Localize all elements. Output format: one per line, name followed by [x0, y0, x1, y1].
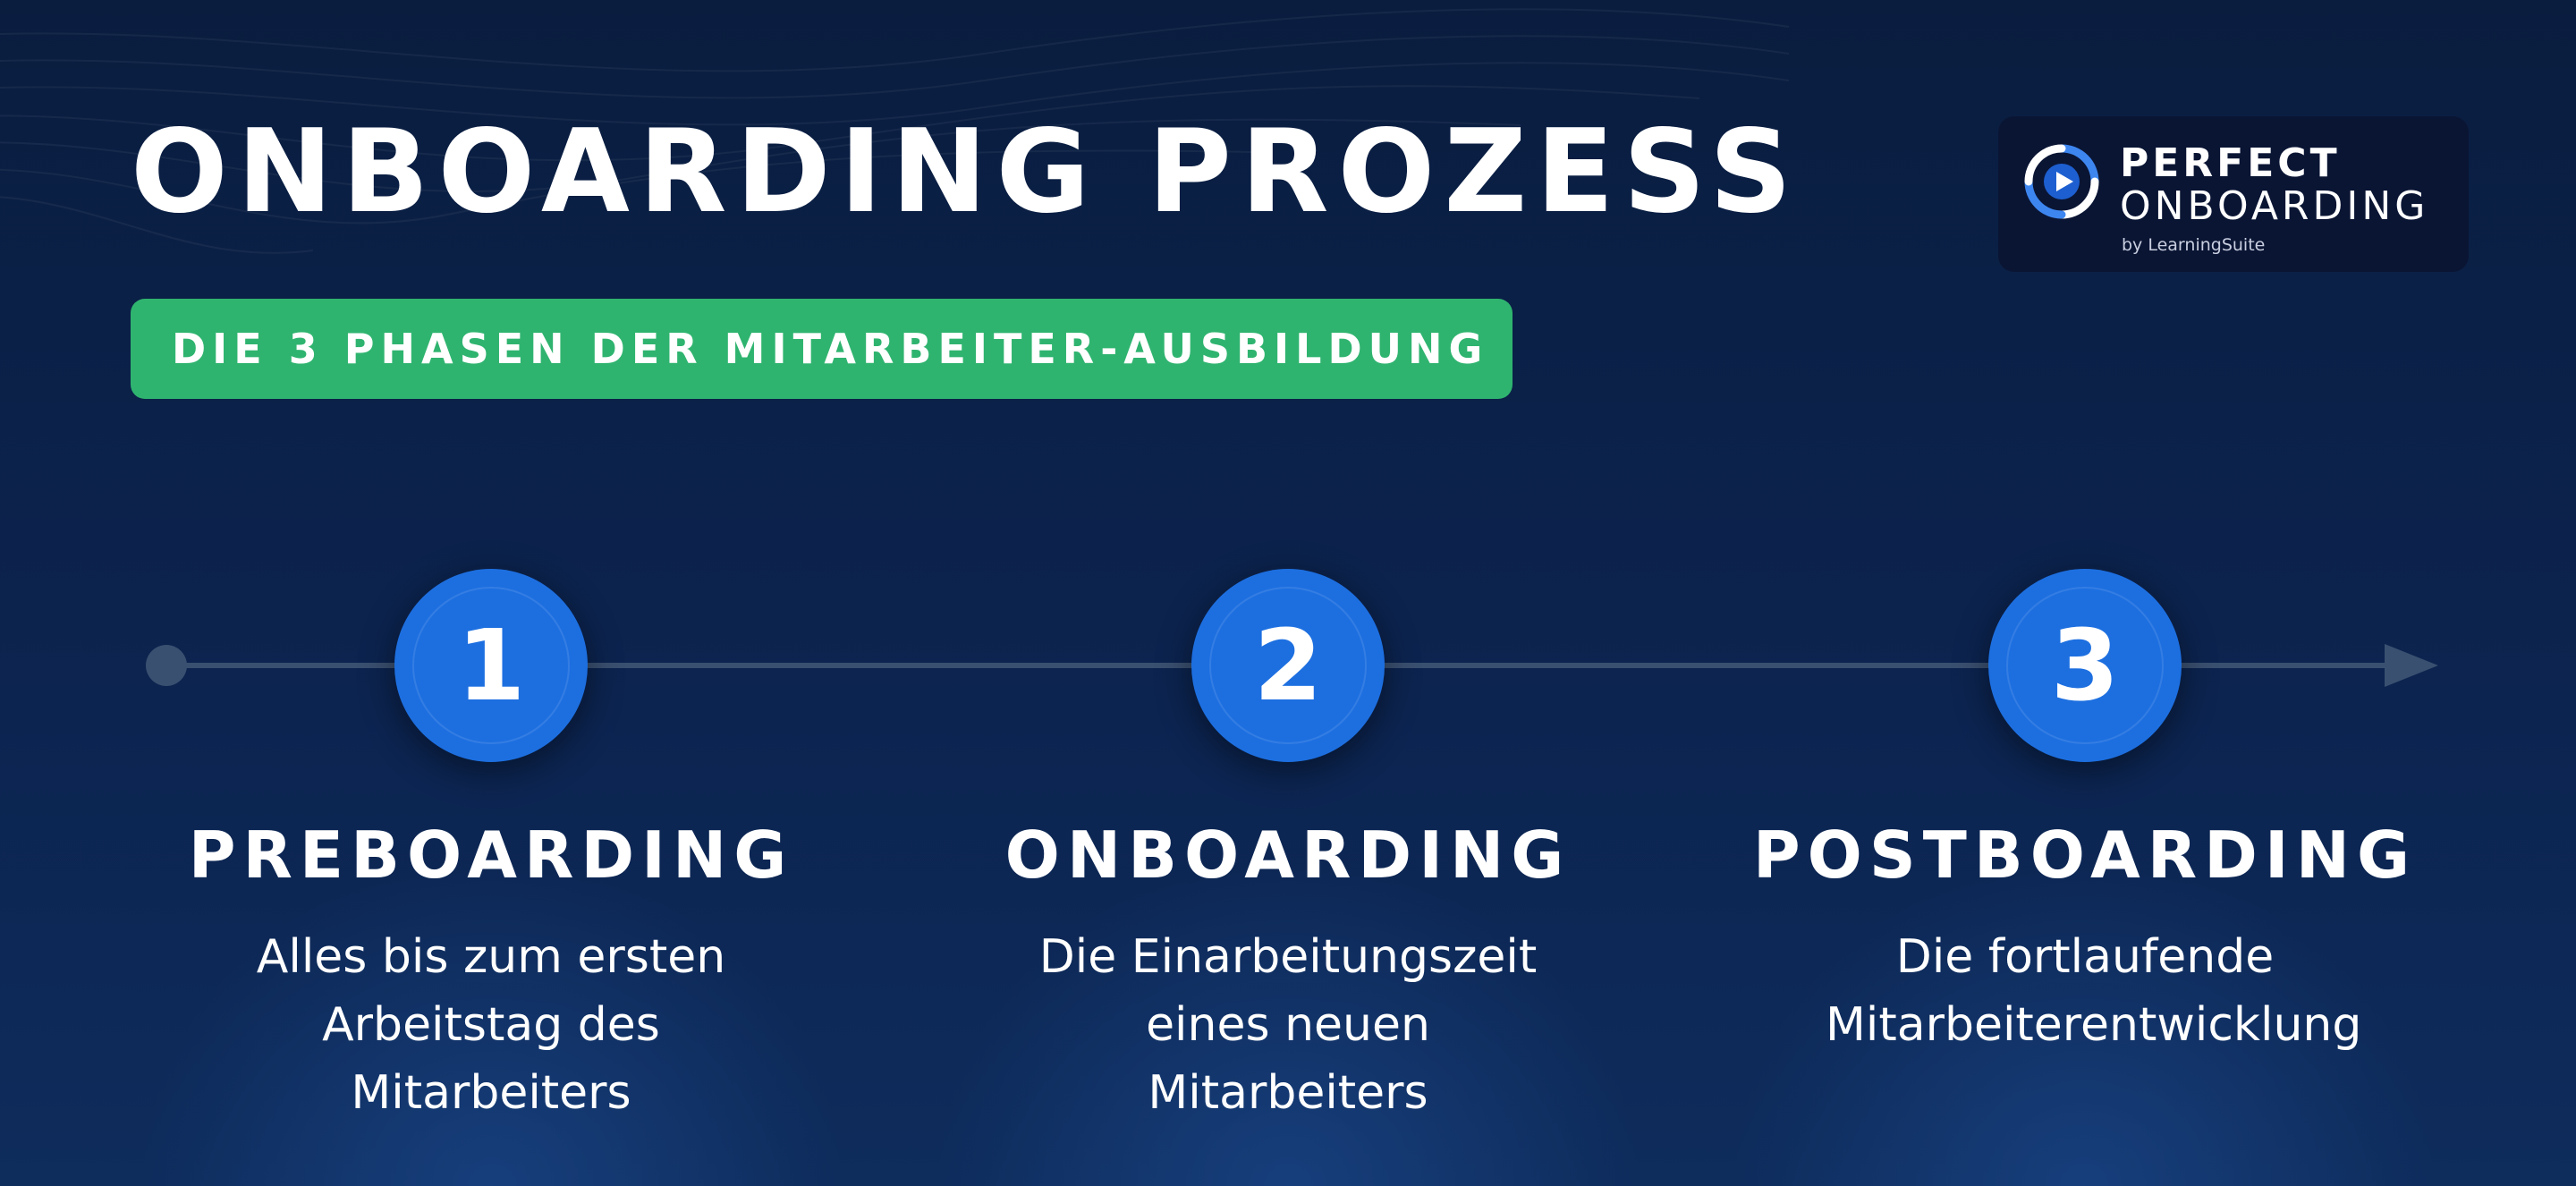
play-swirl-icon — [2024, 144, 2099, 219]
logo-byline: by LearningSuite — [2122, 235, 2266, 255]
phase-3-description: Die fortlaufende Mitarbeiterentwicklung — [1826, 930, 2362, 1052]
phase-2-title: ONBOARDING — [1004, 817, 1572, 893]
subtitle-text: DIE 3 PHASEN DER MITARBEITER-AUSBILDUNG — [172, 325, 1489, 373]
subtitle-badge: DIE 3 PHASEN DER MITARBEITER-AUSBILDUNG — [131, 299, 1513, 399]
phase-1-description: Alles bis zum ersten Arbeitstag des Mita… — [256, 930, 726, 1120]
page-title: ONBOARDING PROZESS — [131, 106, 1801, 239]
phase-3-number-label: 3 — [2050, 608, 2120, 723]
brand-logo: PERFECT ONBOARDING by LearningSuite — [1998, 116, 2469, 272]
phase-2-description: Die Einarbeitungszeit eines neuen Mitarb… — [1038, 930, 1538, 1120]
timeline-arrow-icon — [2385, 644, 2438, 687]
phase-2-number-label: 2 — [1253, 608, 1323, 723]
phase-1-number: 1 — [394, 569, 588, 762]
phase-3-title: POSTBOARDING — [1752, 817, 2418, 893]
phase-3-number: 3 — [1988, 569, 2182, 762]
phase-1-title: PREBOARDING — [188, 817, 794, 893]
timeline-start-dot — [146, 645, 187, 686]
logo-line-2: ONBOARDING — [2120, 183, 2429, 229]
phase-1-number-label: 1 — [456, 608, 526, 723]
logo-line-1: PERFECT — [2120, 140, 2341, 186]
phase-2-number: 2 — [1191, 569, 1385, 762]
